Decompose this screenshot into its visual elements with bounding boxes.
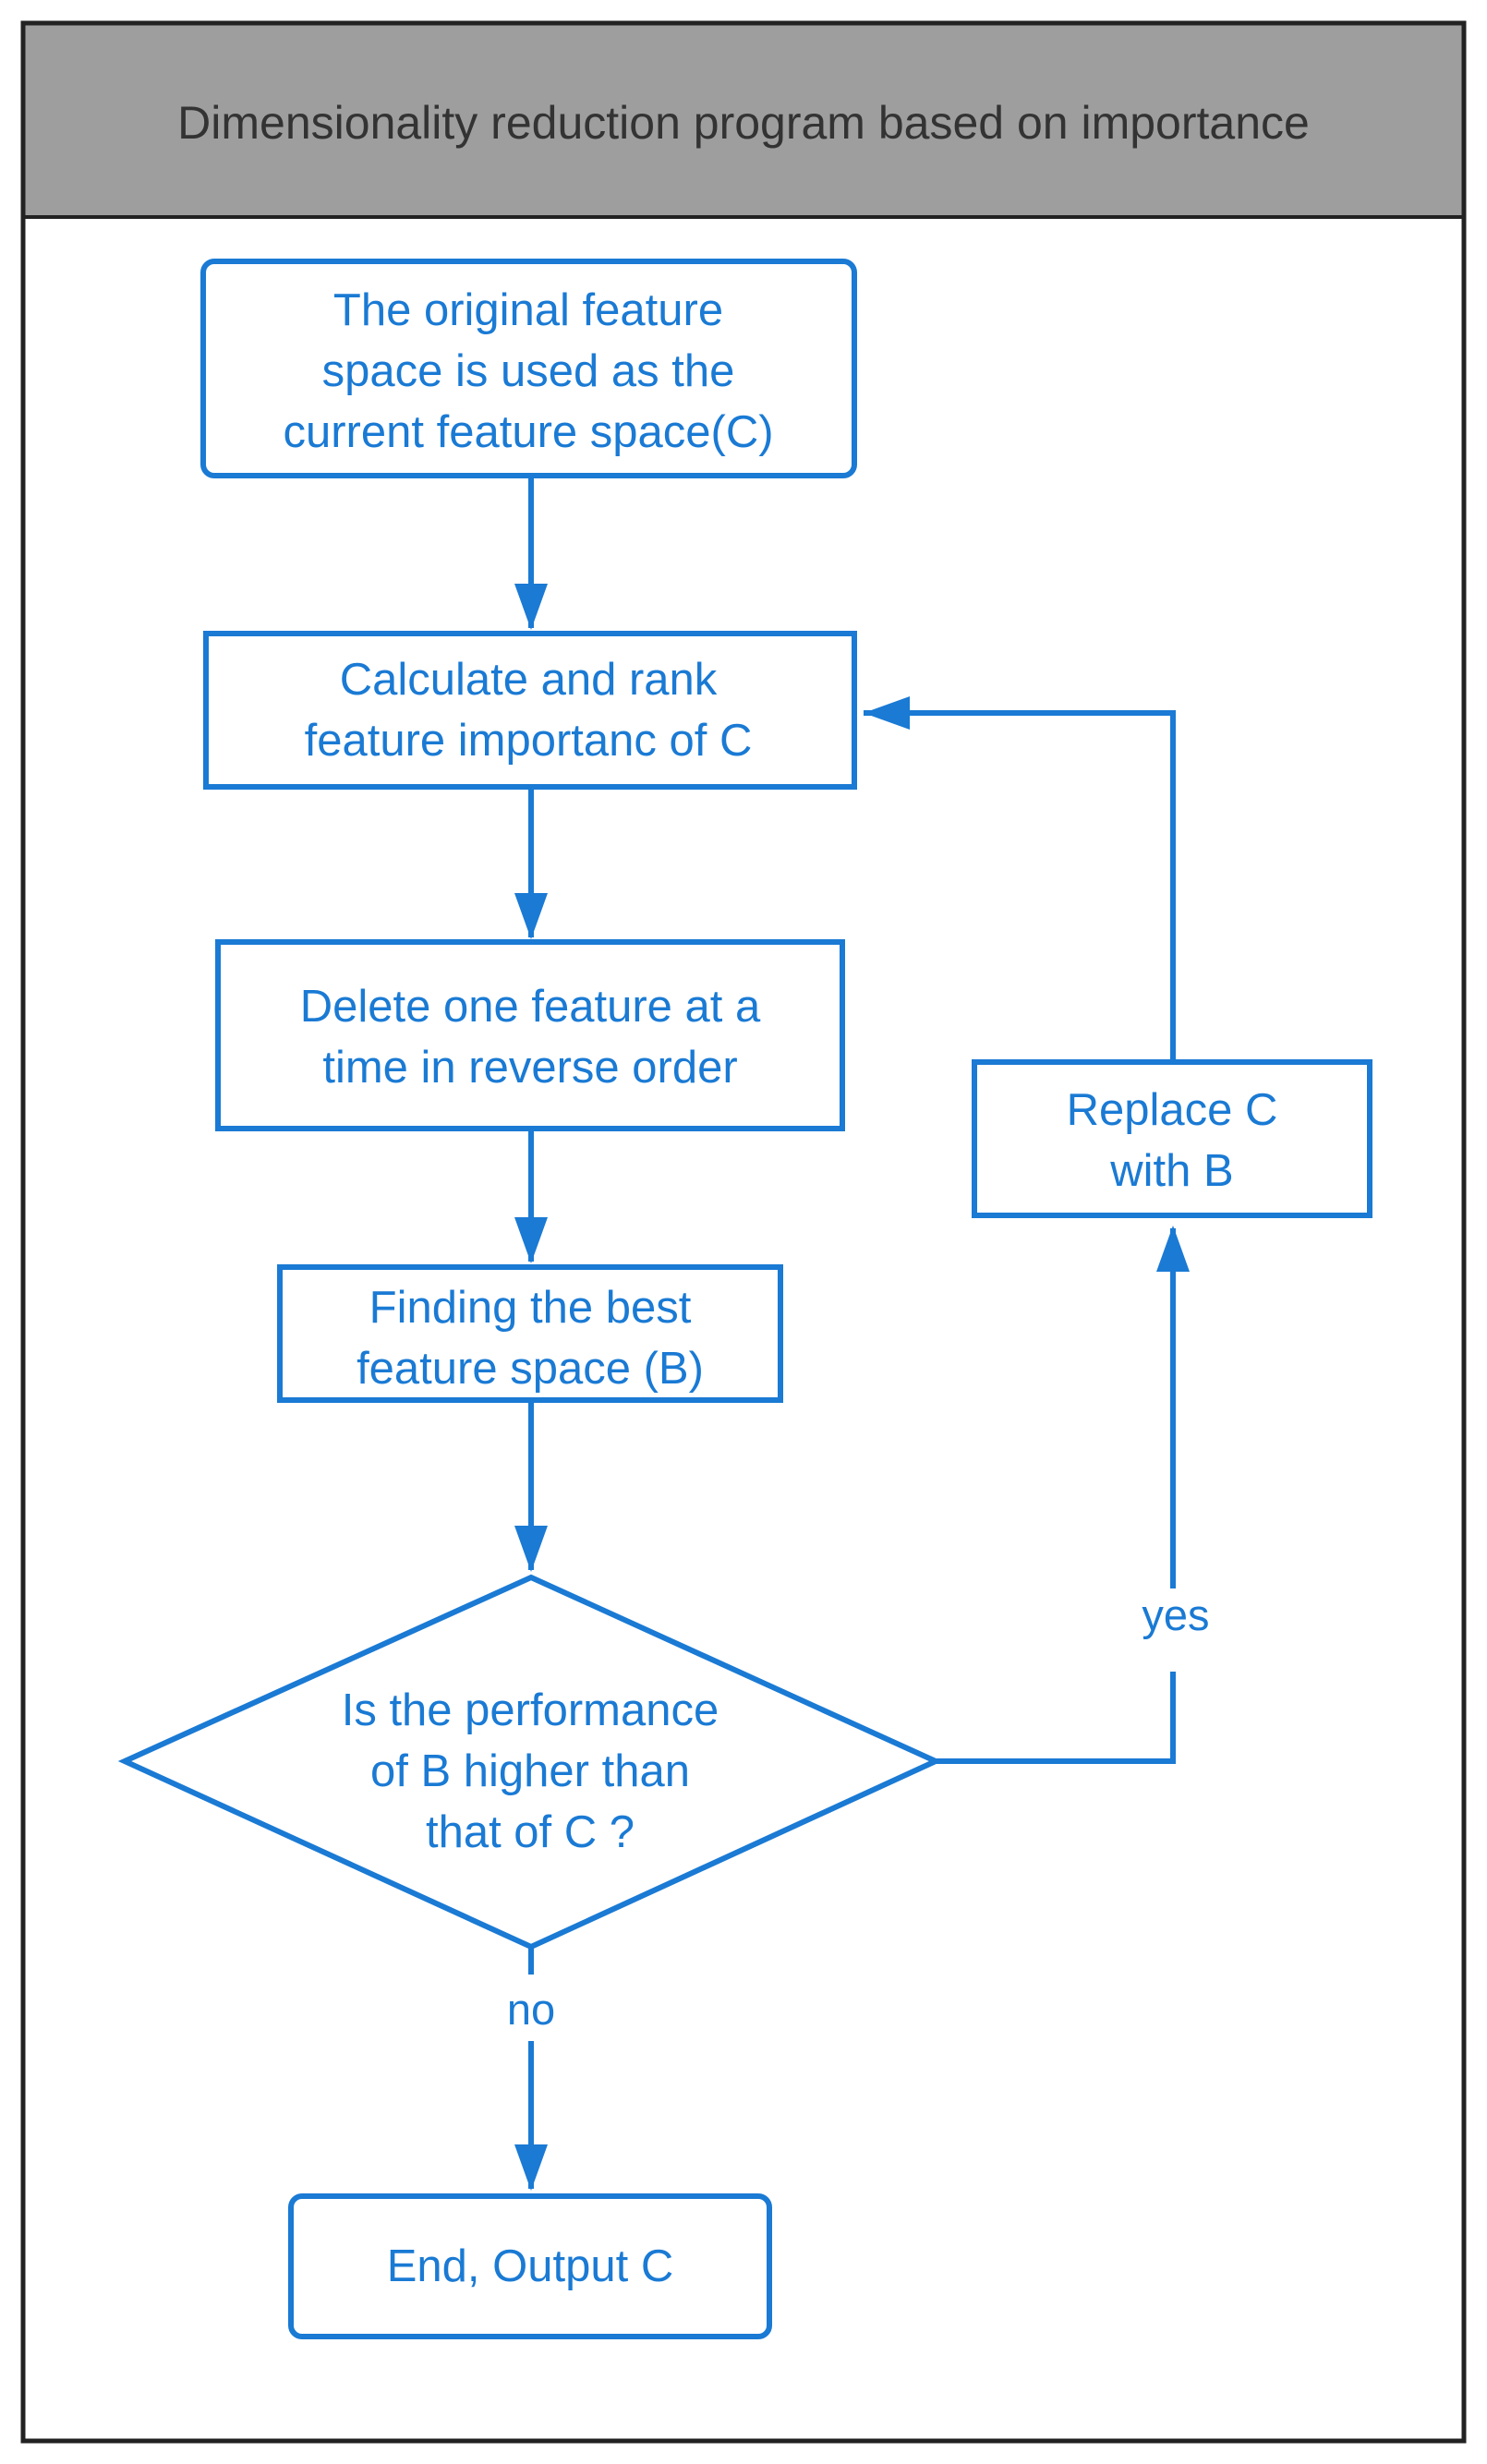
diagram-title: Dimensionality reduction program based o… — [177, 97, 1310, 149]
node-decision-line-3: that of C ? — [426, 1807, 635, 1857]
node-rank — [203, 631, 857, 790]
title-bar — [25, 25, 1462, 217]
node-replace-line-1: Replace C — [1067, 1085, 1278, 1135]
node-delete — [215, 939, 845, 1131]
node-rank-line-2: feature importanc of C — [305, 716, 753, 766]
arrow-delete-to-find — [514, 1217, 548, 1263]
arrow-rank-to-delete — [514, 893, 548, 939]
node-start — [200, 259, 857, 478]
node-decision — [117, 1574, 943, 1951]
node-delete-line-2: time in reverse order — [322, 1043, 737, 1093]
arrow-find-to-decision — [514, 1526, 548, 1572]
arrow-replace-to-rank — [864, 696, 910, 730]
node-end-line-1: End, Output C — [387, 2241, 674, 2291]
node-end — [288, 2193, 772, 2339]
edge-decision-to-replace — [936, 1672, 1176, 1764]
edge-label-no: no — [507, 1985, 555, 2034]
node-start-line-2: space is used as the — [322, 346, 735, 396]
node-start-line-3: current feature space(C) — [283, 407, 773, 457]
node-decision-line-2: of B higher than — [370, 1746, 690, 1796]
node-replace-line-2: with B — [1109, 1146, 1233, 1196]
node-find — [277, 1264, 783, 1403]
node-find-line-1: Finding the best — [369, 1283, 692, 1333]
node-replace — [972, 1059, 1372, 1218]
node-start-line-1: The original feature — [333, 285, 723, 335]
edge-replace-to-rank — [864, 710, 1176, 1062]
node-decision-line-1: Is the performance — [342, 1685, 719, 1735]
arrow-decision-to-replace — [1156, 1226, 1190, 1272]
edge-label-yes: yes — [1142, 1590, 1209, 1639]
arrow-start-to-rank — [514, 584, 548, 630]
arrow-decision-to-end — [514, 2144, 548, 2191]
node-delete-line-1: Delete one feature at a — [300, 982, 761, 1032]
node-rank-line-1: Calculate and rank — [340, 655, 718, 705]
node-find-line-2: feature space (B) — [357, 1344, 704, 1394]
